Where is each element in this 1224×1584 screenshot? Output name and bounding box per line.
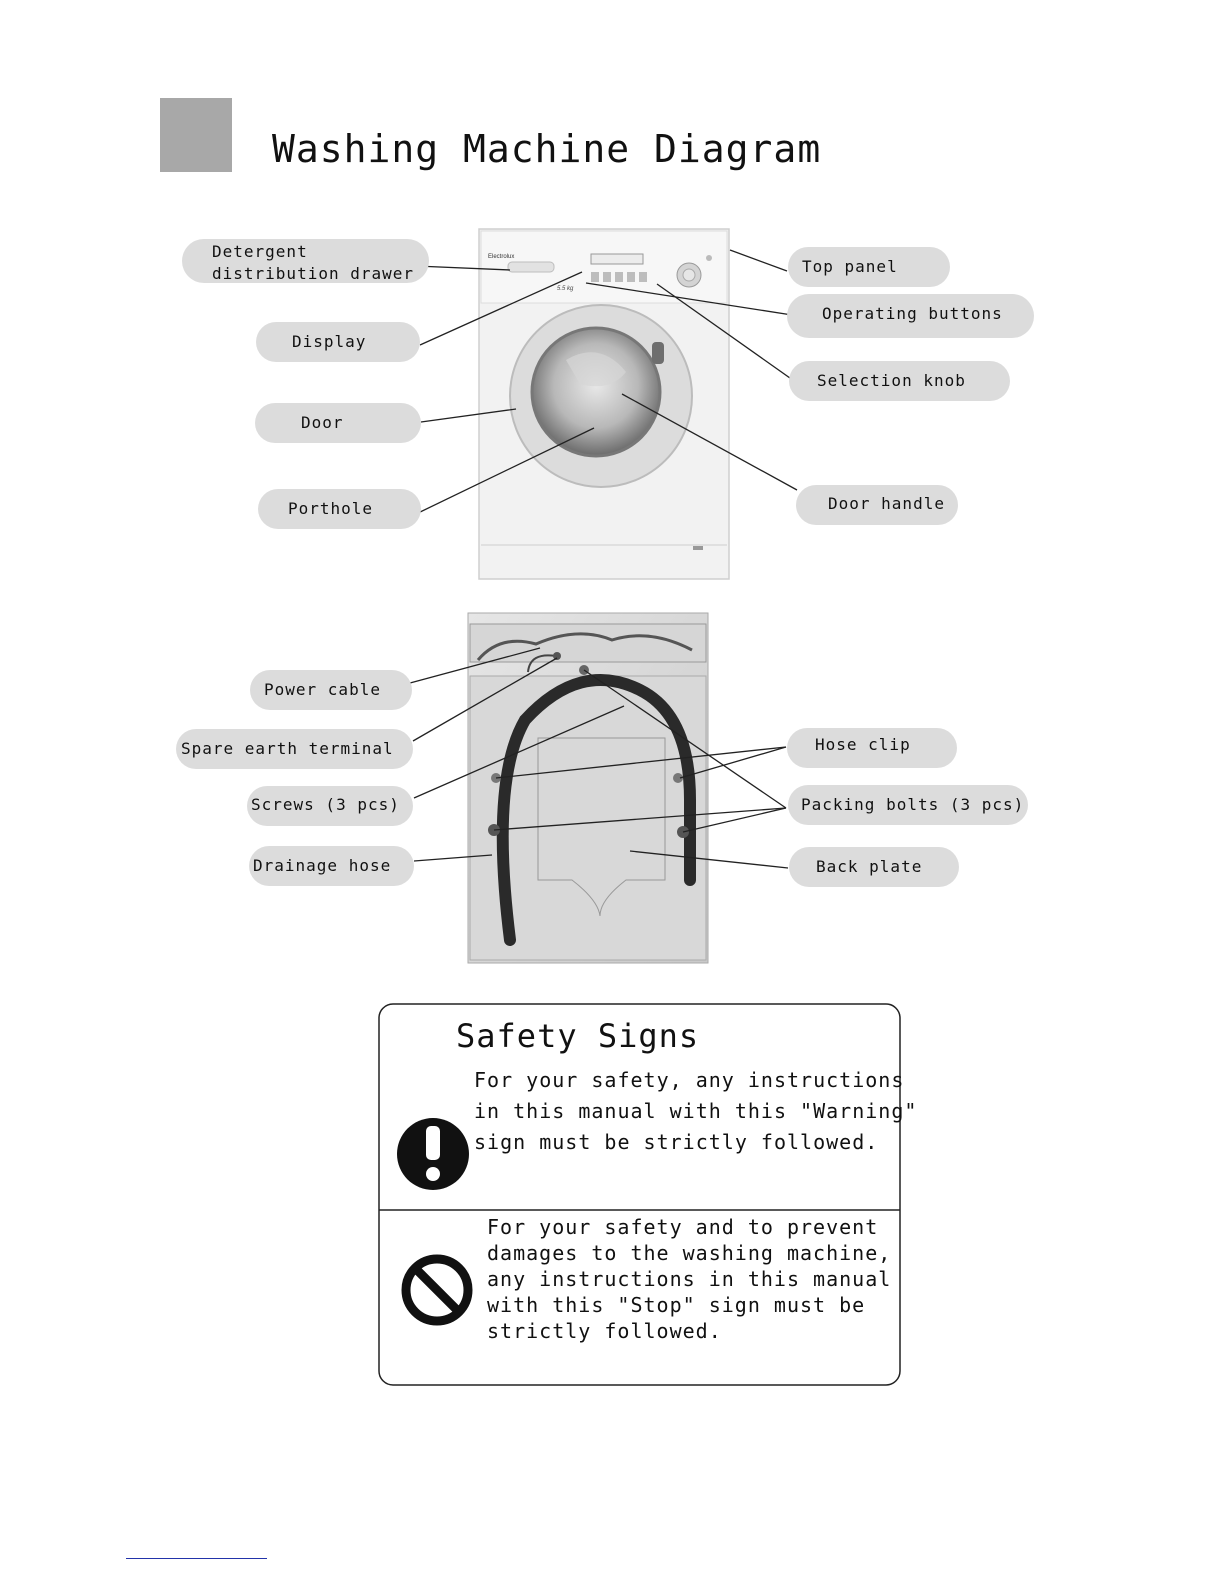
detergent-drawer xyxy=(508,262,554,272)
label-detergent-drawer: Detergent distribution drawer xyxy=(182,239,429,283)
stop-text: For your safety and to prevent damages t… xyxy=(487,1214,891,1344)
door-handle xyxy=(652,342,664,364)
label-porthole: Porthole xyxy=(258,489,421,529)
label-top-panel: Top panel xyxy=(788,247,950,287)
machine-back-view xyxy=(468,613,708,963)
machine-front-view: Electrolux 5.5 kg xyxy=(479,229,729,579)
brand-mark: Electrolux xyxy=(488,254,514,260)
label-operating-buttons: Operating buttons xyxy=(787,294,1034,338)
label-door: Door xyxy=(255,403,421,443)
exclamation-icon xyxy=(397,1118,469,1190)
label-screws: Screws (3 pcs) xyxy=(247,786,413,826)
safety-title: Safety Signs xyxy=(456,1020,699,1052)
footer-rule xyxy=(126,1558,267,1559)
label-drainage-hose: Drainage hose xyxy=(249,846,414,886)
porthole-glass xyxy=(532,328,660,456)
capacity-mark: 5.5 kg xyxy=(557,286,574,292)
label-power-cable: Power cable xyxy=(250,670,412,710)
label-selection-knob: Selection knob xyxy=(789,361,1010,401)
prohibition-icon xyxy=(406,1259,468,1321)
label-display: Display xyxy=(256,322,420,362)
label-back-plate: Back plate xyxy=(789,847,959,887)
label-door-handle: Door handle xyxy=(796,485,958,525)
label-hose-clip: Hose clip xyxy=(787,728,957,768)
warning-text: For your safety, any instructions in thi… xyxy=(474,1065,917,1158)
label-spare-earth-terminal: Spare earth terminal xyxy=(176,729,413,769)
display-window xyxy=(591,254,643,264)
earth-terminal xyxy=(553,652,561,660)
label-packing-bolts: Packing bolts (3 pcs) xyxy=(788,785,1028,825)
